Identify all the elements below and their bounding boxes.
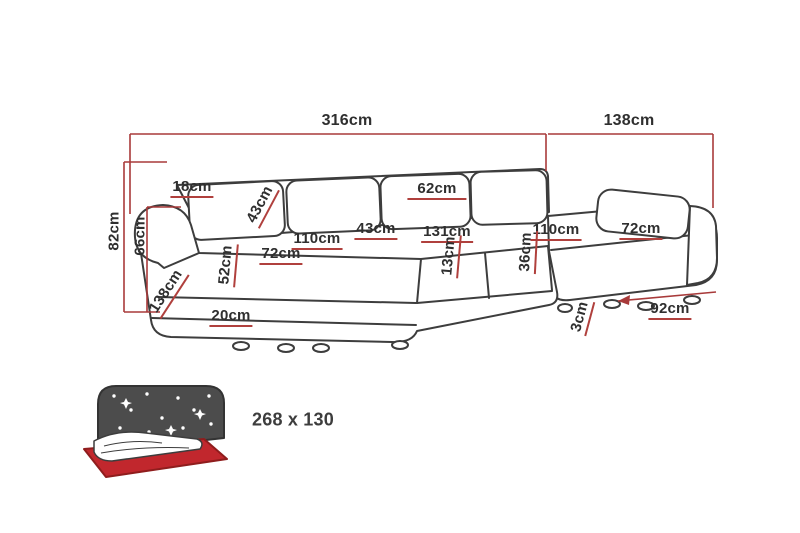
- dim-seat-cushion-height: 13cm: [438, 233, 462, 279]
- dim-right-chaise-depth: 72cm: [619, 220, 663, 240]
- dimension-lines: [123, 133, 717, 313]
- back-cushion: [187, 180, 286, 241]
- dim-plinth-height: 20cm: [209, 307, 253, 327]
- back-cushion: [379, 172, 472, 231]
- dim-mid-seat-small: 43cm: [354, 220, 398, 240]
- star-dots: [112, 392, 213, 444]
- sofa-leg: [277, 343, 295, 353]
- sofa-leg: [391, 340, 409, 350]
- dim-right-section-width: 138cm: [603, 112, 655, 129]
- right-pillow: [595, 188, 691, 240]
- dim-right-chaise-length: 110cm: [530, 221, 582, 241]
- sofa-leg: [603, 299, 621, 309]
- dim-armrest-top-width: 18cm: [170, 178, 214, 198]
- left-armrest: [133, 204, 200, 269]
- right-armrest: [686, 205, 718, 286]
- sofa-outline: [133, 168, 718, 353]
- sofa-leg: [232, 341, 250, 351]
- blanket: [93, 431, 203, 462]
- sofa-leg: [312, 343, 330, 353]
- dim-seat-height: 52cm: [215, 242, 239, 288]
- dim-left-seat-depth: 72cm: [259, 245, 303, 265]
- sleeping-area-label: 268 x 130: [252, 409, 334, 430]
- sofa-leg: [683, 295, 701, 305]
- back-cushion: [285, 176, 382, 235]
- sofa-bed-icon: [83, 385, 228, 478]
- dim-base-height: 36cm: [515, 229, 539, 275]
- dim-total-width: 316cm: [321, 112, 373, 129]
- dimension-arrow: [618, 295, 630, 305]
- back-cushion: [469, 169, 549, 226]
- sofa-leg: [557, 303, 573, 313]
- dim-back-height: 82cm: [105, 211, 123, 251]
- dim-back-cushion-width: 62cm: [407, 180, 467, 200]
- dim-seat-back-height: 66cm: [131, 216, 149, 256]
- dim-right-chaise-bottom: 92cm: [648, 300, 692, 320]
- dim-left-seat-length: 110cm: [291, 230, 343, 250]
- dim-mid-seat-length: 131cm: [421, 223, 473, 243]
- sofa-leg: [637, 301, 655, 311]
